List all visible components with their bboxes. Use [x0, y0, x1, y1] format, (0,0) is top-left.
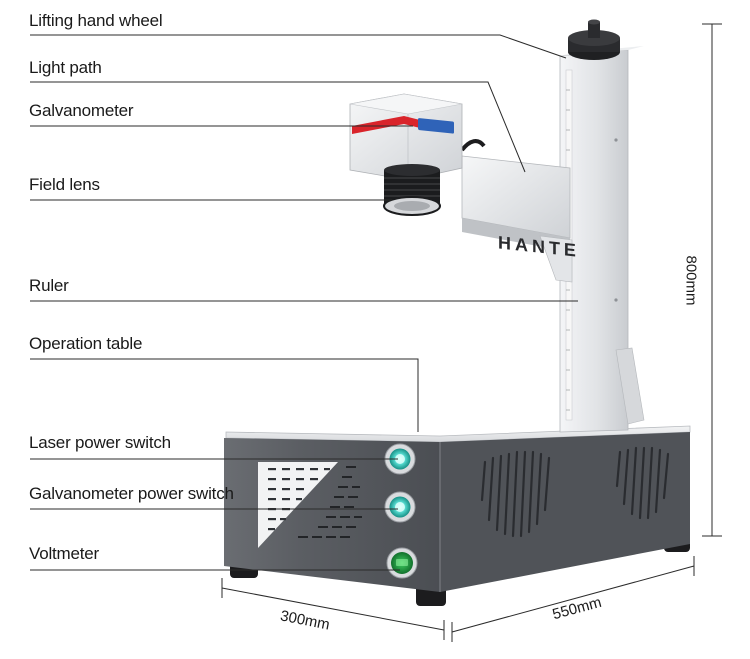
light-path-arm: HANTE [460, 139, 580, 283]
label-laser-power-switch: Laser power switch [29, 433, 171, 452]
label-galvanometer: Galvanometer [29, 101, 134, 120]
callout-lines [30, 34, 578, 571]
galvanometer-power-switch-button [384, 491, 416, 523]
label-voltmeter: Voltmeter [29, 544, 100, 563]
label-galvanometer-power-switch: Galvanometer power switch [29, 484, 234, 503]
galvanometer-head [349, 93, 463, 181]
label-lifting-hand-wheel: Lifting hand wheel [29, 11, 163, 30]
label-operation-table: Operation table [29, 334, 143, 353]
vertical-column [559, 46, 645, 433]
field-lens-unit [383, 164, 441, 216]
label-light-path: Light path [29, 58, 102, 77]
label-ruler: Ruler [29, 276, 69, 295]
base-cabinet [224, 425, 691, 606]
dimension-lines [221, 23, 722, 642]
label-field-lens: Field lens [29, 175, 100, 194]
voltmeter-display [386, 547, 418, 579]
dimension-height: 800mm [682, 255, 700, 306]
lifting-hand-wheel-knob [568, 19, 620, 60]
